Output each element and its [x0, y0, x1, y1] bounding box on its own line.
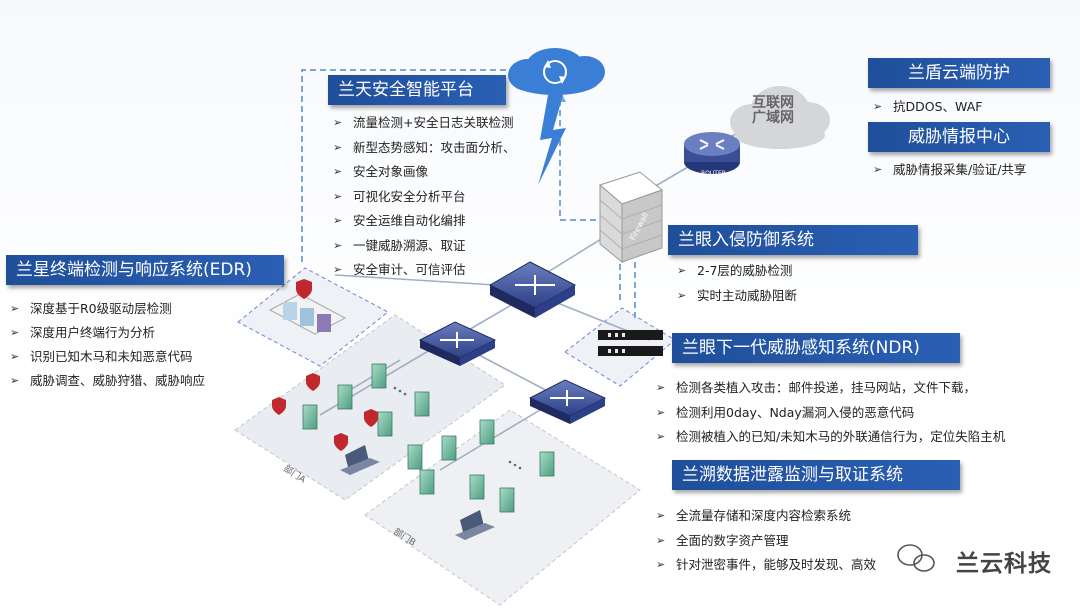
edr-list: 深度基于R0级驱动层检测 深度用户终端行为分析 识别已知木马和未知恶意代码 威胁… — [10, 297, 205, 393]
server-cluster — [302, 363, 555, 513]
cloud-icon — [508, 48, 605, 95]
lightning-icon — [538, 95, 566, 185]
list-item: 全流量存储和深度内容检索系统 — [656, 504, 876, 529]
list-item: 流量检测+安全日志关联检测 — [333, 111, 516, 136]
platform-title: 兰天安全智能平台 — [328, 75, 506, 105]
ndr-list: 检测各类植入攻击：邮件投递，挂马网站，文件下载， 检测利用0day、Nday漏洞… — [656, 376, 1005, 450]
list-item: 威胁情报采集/验证/共享 — [873, 160, 1026, 180]
ips-title: 兰眼入侵防御系统 — [668, 225, 918, 255]
list-item: 安全审计、可信评估 — [333, 258, 516, 283]
cloud-protect-title: 兰盾云端防护 — [868, 58, 1050, 88]
router-label: ROUTER — [701, 170, 726, 177]
list-item: 2-7层的威胁检测 — [677, 258, 797, 283]
internet-label: 互联网广域网 — [752, 95, 794, 126]
internet-cloud-icon — [730, 86, 830, 149]
list-item: 安全运维自动化编排 — [333, 209, 516, 234]
threat-intel-list: 威胁情报采集/验证/共享 — [873, 160, 1026, 180]
router-icon — [684, 132, 740, 174]
list-item: 安全对象画像 — [333, 160, 516, 185]
list-item: 抗DDOS、WAF — [873, 97, 982, 117]
list-item: 实时主动威胁阻断 — [677, 283, 797, 308]
ips-list: 2-7层的威胁检测 实时主动威胁阻断 — [677, 258, 797, 308]
list-item: 新型态势感知：攻击面分析、 — [333, 136, 516, 161]
threat-intel-title: 威胁情报中心 — [868, 122, 1050, 152]
firewall-icon — [599, 171, 664, 264]
list-item: 识别已知木马和未知恶意代码 — [10, 345, 205, 369]
access-switch-b-icon — [528, 379, 607, 424]
threat-shield-icons — [272, 373, 378, 451]
list-item: 检测利用0day、Nday漏洞入侵的恶意代码 — [656, 401, 1005, 426]
cloud-protect-list: 抗DDOS、WAF — [873, 97, 982, 117]
access-switch-a-icon — [418, 321, 497, 366]
dlp-title: 兰溯数据泄露监测与取证系统 — [672, 460, 960, 490]
list-item: 深度基于R0级驱动层检测 — [10, 297, 205, 321]
ndr-title: 兰眼下一代威胁感知系统(NDR) — [672, 333, 960, 363]
edr-title: 兰星终端检测与响应系统(EDR) — [6, 255, 284, 285]
list-item: 一键威胁溯源、取证 — [333, 234, 516, 259]
list-item: 检测被植入的已知/未知木马的外联通信行为，定位失陷主机 — [656, 425, 1005, 450]
list-item: 可视化安全分析平台 — [333, 185, 516, 210]
wechat-icon — [897, 544, 935, 572]
list-item: 威胁调查、威胁狩猎、威胁响应 — [10, 369, 205, 393]
platform-list: 流量检测+安全日志关联检测 新型态势感知：攻击面分析、 安全对象画像 可视化安全… — [333, 111, 516, 283]
edr-endpoint-icon — [268, 279, 347, 335]
ellipsis-dots — [393, 386, 522, 470]
list-item: 检测各类植入攻击：邮件投递，挂马网站，文件下载， — [656, 376, 1005, 401]
watermark: 兰云科技 — [956, 551, 1052, 577]
list-item: 深度用户终端行为分析 — [10, 321, 205, 345]
laptop-icons — [340, 445, 495, 540]
dept-a-zone — [234, 314, 506, 501]
list-item: 针对泄密事件，能够及时发现、高效 — [656, 553, 876, 578]
list-item: 全面的数字资产管理 — [656, 529, 876, 554]
ndr-appliance-icon — [598, 330, 663, 356]
dlp-list: 全流量存储和深度内容检索系统 全面的数字资产管理 针对泄密事件，能够及时发现、高… — [656, 504, 876, 578]
